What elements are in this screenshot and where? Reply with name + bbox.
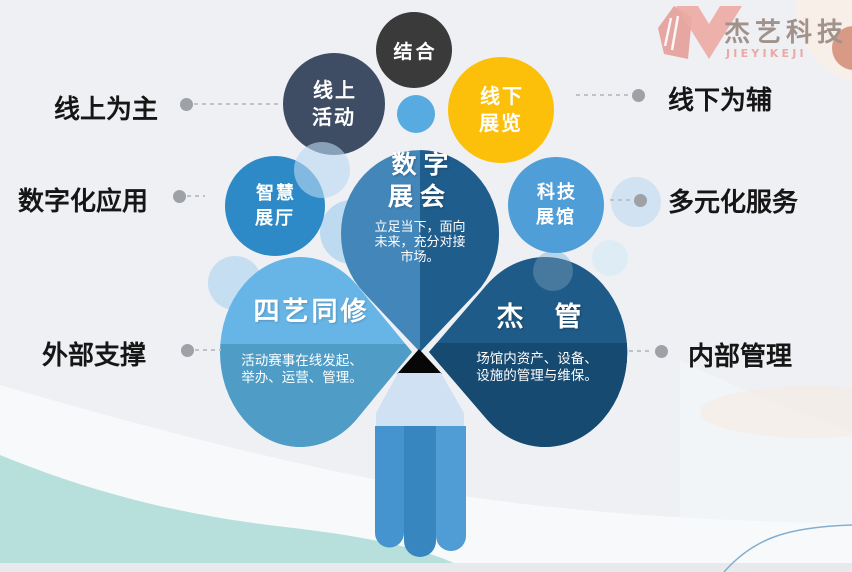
brand-logo-icon — [658, 6, 742, 59]
pencil-bar-middle — [404, 426, 436, 557]
bg-wave-teal — [0, 455, 470, 572]
connector-dash — [187, 195, 205, 197]
connector-dot — [632, 89, 645, 102]
petal-lower-right-title: 杰 管 — [496, 302, 584, 333]
connector-dash — [195, 349, 221, 351]
bg-bottom-strip — [0, 563, 852, 572]
bg-salmon-circle — [832, 26, 852, 70]
petal-center-title: 数字 展会 — [387, 150, 456, 211]
petal-lower-left-title: 四艺同修 — [253, 297, 370, 327]
bubble-deco — [294, 142, 350, 198]
node-online-activity: 线上 活动 — [283, 53, 385, 155]
label-diversified-service: 多元化服务 — [668, 188, 799, 218]
pencil-tip — [397, 349, 442, 374]
connector-dot — [173, 190, 186, 203]
connector-dash — [629, 350, 653, 352]
petal-lower-left-desc: 活动赛事在线发起、 举办、运营、管理。 — [241, 353, 363, 387]
node-smart-hall-label: 智慧 展厅 — [255, 182, 296, 229]
node-tech-venue: 科技 展馆 — [508, 157, 604, 253]
bg-curve-line — [723, 524, 852, 572]
label-external-support: 外部支撑 — [42, 341, 147, 371]
connector-dot — [180, 98, 193, 111]
label-internal-management: 内部管理 — [688, 342, 793, 372]
node-online-activity-label: 线上 活动 — [312, 78, 357, 129]
brand-name: 杰艺科技 — [724, 18, 849, 48]
node-tech-venue-label: 科技 展馆 — [536, 181, 577, 228]
node-combine-label: 结合 — [393, 40, 438, 63]
pencil-bar-left — [375, 426, 404, 548]
bg-peach-ellipse — [700, 386, 852, 438]
pencil-wood — [376, 373, 464, 428]
small-blue-circle — [397, 95, 435, 133]
brand-name-latin: JIEYIKEJI — [726, 47, 807, 60]
connector-dash — [194, 103, 280, 105]
label-offline-secondary: 线下为辅 — [668, 86, 773, 116]
petal-lower-right-desc: 场馆内资产、设备、 设施的管理与维保。 — [476, 351, 598, 385]
connector-dash — [610, 199, 632, 201]
node-offline-exhibition-label: 线下 展览 — [479, 84, 524, 135]
connector-dot — [655, 345, 668, 358]
node-combine: 结合 — [376, 12, 452, 88]
connector-dot — [634, 194, 647, 207]
bubble-deco — [592, 240, 628, 276]
connector-dot — [181, 344, 194, 357]
label-digital-application: 数字化应用 — [18, 187, 149, 217]
bubble-glow — [533, 251, 573, 291]
petal-center-desc: 立足当下，面向 未来，充分对接 市场。 — [374, 220, 466, 266]
pencil-bar-right — [436, 426, 466, 551]
connector-dash — [576, 94, 630, 96]
label-online-primary: 线上为主 — [53, 95, 158, 125]
node-offline-exhibition: 线下 展览 — [448, 57, 554, 163]
